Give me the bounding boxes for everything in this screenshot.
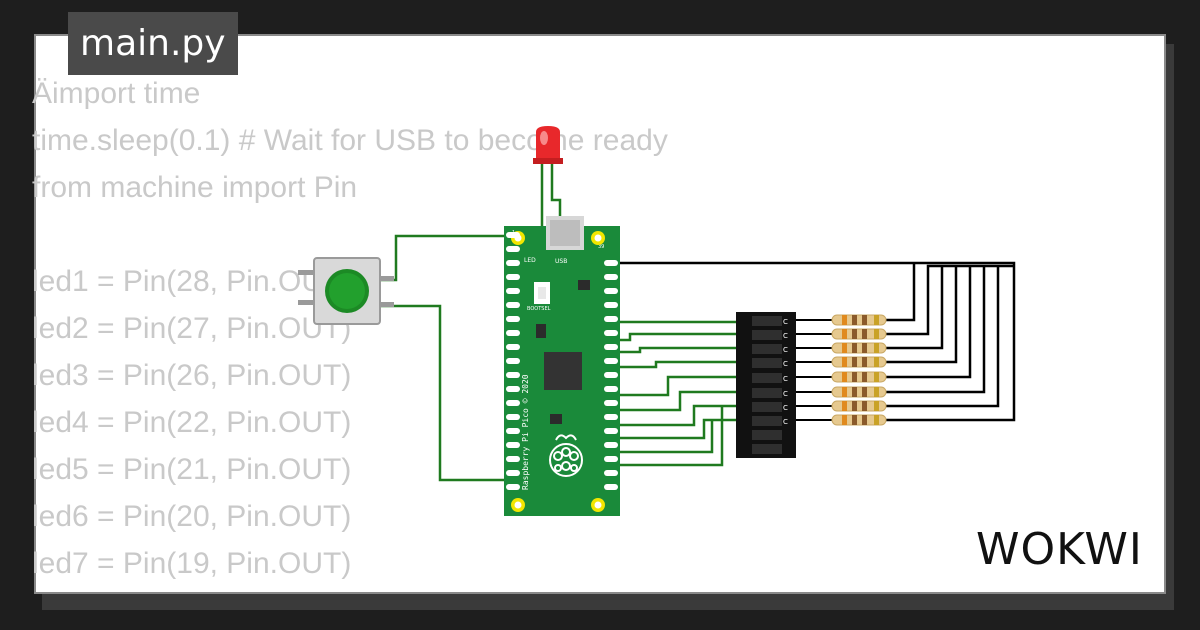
resistor[interactable] xyxy=(831,356,887,368)
wire-button-gp0[interactable] xyxy=(380,234,517,282)
usb-label: USB xyxy=(555,258,567,265)
pin-label: C xyxy=(783,375,788,383)
code-line: led4 = Pin(22, Pin.OUT) xyxy=(32,406,352,439)
pin-header-left[interactable] xyxy=(506,232,520,490)
resistor[interactable] xyxy=(831,314,887,326)
wokwi-logo: WOKWI xyxy=(976,524,1143,575)
push-button[interactable] xyxy=(298,257,394,325)
wire-button-gp[interactable] xyxy=(380,304,517,482)
pin-label: C xyxy=(783,332,788,340)
wires-pico-to-bargraph[interactable] xyxy=(612,320,748,467)
resistor[interactable] xyxy=(831,328,887,340)
code-line: led2 = Pin(27, Pin.OUT) xyxy=(32,312,352,345)
red-led[interactable] xyxy=(533,126,563,164)
resistor[interactable] xyxy=(831,400,887,412)
raspberry-pi-pico[interactable]: USB LED 1 39 BOOTSEL Raspberry Pi Pico ©… xyxy=(504,216,620,516)
code-line: Äimport time xyxy=(32,77,201,110)
pin-label: C xyxy=(783,360,788,368)
pin-label: C xyxy=(783,346,788,354)
led-bar-graph[interactable]: C C C C C C C C xyxy=(736,312,796,458)
file-tab[interactable]: main.py xyxy=(68,12,238,75)
resistor-array[interactable] xyxy=(831,314,887,426)
resistor[interactable] xyxy=(831,386,887,398)
pin-label: C xyxy=(783,418,788,426)
bootsel-label: BOOTSEL xyxy=(527,306,551,312)
pin-header-right[interactable] xyxy=(604,260,618,490)
code-editor[interactable]: Äimport time time.sleep(0.1) # Wait for … xyxy=(32,70,668,587)
resistor[interactable] xyxy=(831,414,887,426)
led-label: LED xyxy=(524,257,536,264)
pin-label: C xyxy=(783,318,788,326)
raspberry-logo-icon xyxy=(549,434,583,477)
code-line: from machine import Pin xyxy=(32,171,358,204)
code-line: led6 = Pin(20, Pin.OUT) xyxy=(32,500,352,533)
wokwi-logo-text: WOKWI xyxy=(976,524,1143,575)
wires-resistors-to-ground[interactable] xyxy=(608,261,1016,422)
code-line: led3 = Pin(26, Pin.OUT) xyxy=(32,359,352,392)
code-line: led5 = Pin(21, Pin.OUT) xyxy=(32,453,352,486)
pin39-label: 39 xyxy=(598,244,604,250)
board-text: Raspberry Pi Pico © 2020 xyxy=(521,374,530,490)
pin-label: C xyxy=(783,390,788,398)
code-line: time.sleep(0.1) # Wait for USB to become… xyxy=(32,124,668,157)
rp2040-chip xyxy=(544,352,582,390)
resistor[interactable] xyxy=(831,342,887,354)
resistor[interactable] xyxy=(831,371,887,383)
pin-label: C xyxy=(783,404,788,412)
code-line: led7 = Pin(19, Pin.OUT) xyxy=(32,547,352,580)
